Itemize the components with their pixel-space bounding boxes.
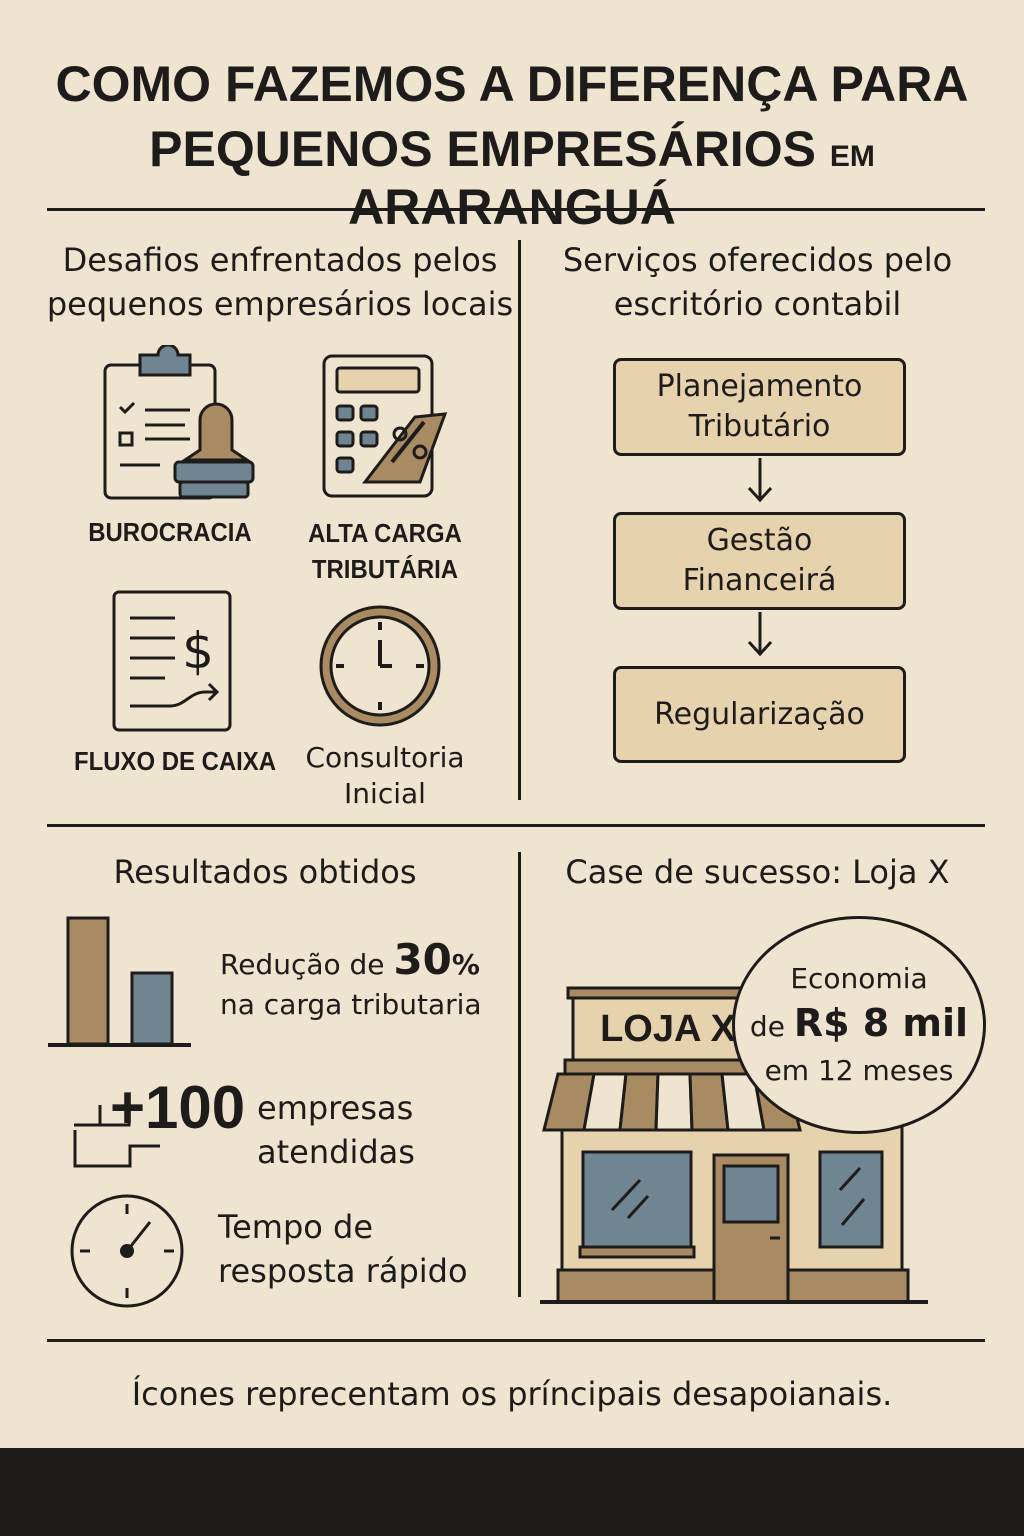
plus-box-icon xyxy=(73,1105,160,1168)
calculator-percent-icon xyxy=(322,354,448,498)
response-label: Tempo de resposta rápido xyxy=(218,1205,468,1293)
step-line: Gestão xyxy=(706,523,813,558)
label-line: ALTA CARGA xyxy=(308,518,462,548)
heading-line: Desafios enfrentados pelos xyxy=(62,241,498,279)
title-part: EM xyxy=(829,140,875,173)
companies-value: +100 xyxy=(110,1074,246,1141)
service-step-regularization: Regularização xyxy=(613,666,906,763)
reduction-value: 30 xyxy=(393,935,452,984)
challenge-cashflow: FLUXO DE CAIXA xyxy=(73,746,276,776)
title-line-2: PEQUENOS EMPRESÁRIOS EM ARARANGUÁ xyxy=(0,120,1024,236)
results-heading: Resultados obtidos xyxy=(113,853,417,891)
footer-bar xyxy=(0,1448,1024,1536)
divider xyxy=(47,824,985,827)
bubble-prefix: de xyxy=(749,1010,785,1043)
services-heading: Serviços oferecidos pelo escritório conta… xyxy=(530,238,985,326)
label-line: atendidas xyxy=(257,1133,415,1171)
label-line: Inicial xyxy=(344,777,426,810)
challenge-burocracia: BUROCRACIA xyxy=(88,517,252,547)
divider xyxy=(47,1339,985,1342)
divider xyxy=(518,240,521,800)
title-part: ARARANGUÁ xyxy=(348,179,676,235)
footer-note: Ícones reprecentam os príncipais desapoi… xyxy=(131,1375,893,1413)
label-line: resposta rápido xyxy=(218,1252,468,1290)
case-heading: Case de sucesso: Loja X xyxy=(565,853,950,891)
bubble-amount: R$ 8 mil xyxy=(793,1001,969,1045)
cash-document-icon: $ xyxy=(112,590,232,732)
title-part: PEQUENOS EMPRESÁRIOS xyxy=(149,121,816,177)
heading-line: pequenos empresários locais xyxy=(46,285,514,323)
step-line: Tributário xyxy=(688,409,831,444)
clipboard-stamp-icon xyxy=(103,345,255,500)
challenge-tax: ALTA CARGA TRIBUTÁRIA xyxy=(284,515,486,587)
store-illustration xyxy=(540,986,928,1304)
reduction-prefix: Redução de xyxy=(220,948,385,981)
reduction-unit: % xyxy=(451,948,480,981)
label-line: TRIBUTÁRIA xyxy=(311,554,459,584)
arrow-down-icon xyxy=(747,612,773,657)
step-line: Financeirá xyxy=(682,563,837,598)
svg-text:$: $ xyxy=(182,622,214,680)
bubble-line: Economia xyxy=(790,962,928,995)
savings-bubble: Economia de R$ 8 mil em 12 meses xyxy=(732,916,986,1134)
challenges-heading: Desafios enfrentados pelos pequenos empre… xyxy=(40,238,520,326)
title-line-1: COMO FAZEMOS A DIFERENÇA PARA xyxy=(55,56,969,112)
result-reduction: Redução de 30% na carga tributaria xyxy=(220,939,482,1025)
divider xyxy=(518,852,521,1297)
heading-line: Serviços oferecidos pelo xyxy=(562,241,953,279)
companies-label: empresas atendidas xyxy=(257,1086,415,1174)
divider xyxy=(47,208,985,211)
label-line: Tempo de xyxy=(218,1208,374,1246)
clock-icon xyxy=(319,605,441,727)
reduction-line2: na carga tributaria xyxy=(220,988,482,1021)
stopwatch-icon xyxy=(70,1194,184,1308)
label-line: Consultoria xyxy=(305,741,465,774)
store-sign: LOJA X xyxy=(600,1008,736,1050)
label-line: empresas xyxy=(257,1089,414,1127)
arrow-down-icon xyxy=(747,458,773,503)
bar-chart-icon xyxy=(48,916,191,1047)
bubble-line: em 12 meses xyxy=(764,1054,954,1087)
heading-line: escritório contabil xyxy=(613,285,902,323)
step-line: Planejamento xyxy=(656,369,863,404)
